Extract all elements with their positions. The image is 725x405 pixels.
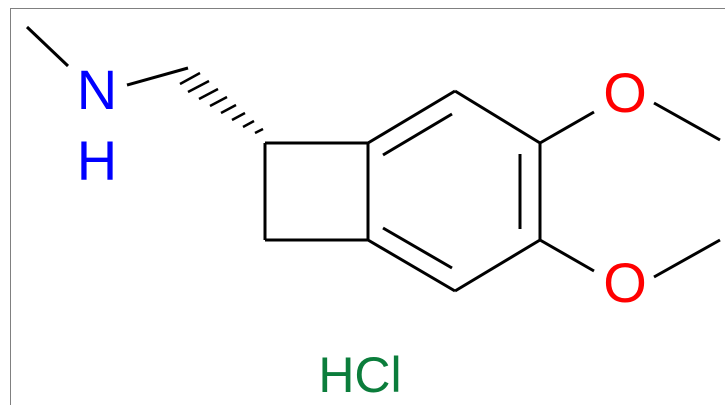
atom-oxygen-bottom: O <box>603 251 647 314</box>
bond-benz-1 <box>367 89 456 145</box>
bond-benz-5-inner <box>382 226 453 270</box>
bond-benz-2 <box>454 89 541 145</box>
bond-benz-1-inner <box>382 112 453 157</box>
frame-border <box>10 8 725 405</box>
atom-oxygen-top: O <box>603 61 647 124</box>
bond-benz-4 <box>454 238 541 293</box>
bond-n-ch2 <box>126 66 189 87</box>
hashed-wedge-bond <box>179 71 264 135</box>
bond-benz-5 <box>367 238 456 293</box>
bond-o-me-top <box>653 101 721 142</box>
bond-c-o-top <box>539 110 595 145</box>
bonds <box>25 25 721 293</box>
bond-o-me-bottom <box>653 238 721 279</box>
bond-c-o-bottom <box>539 238 595 273</box>
salt-label: HCl <box>318 347 401 403</box>
atom-nitrogen: N <box>77 58 117 121</box>
atom-hydrogen: H <box>77 129 117 192</box>
bond-methyl-n <box>25 25 70 68</box>
